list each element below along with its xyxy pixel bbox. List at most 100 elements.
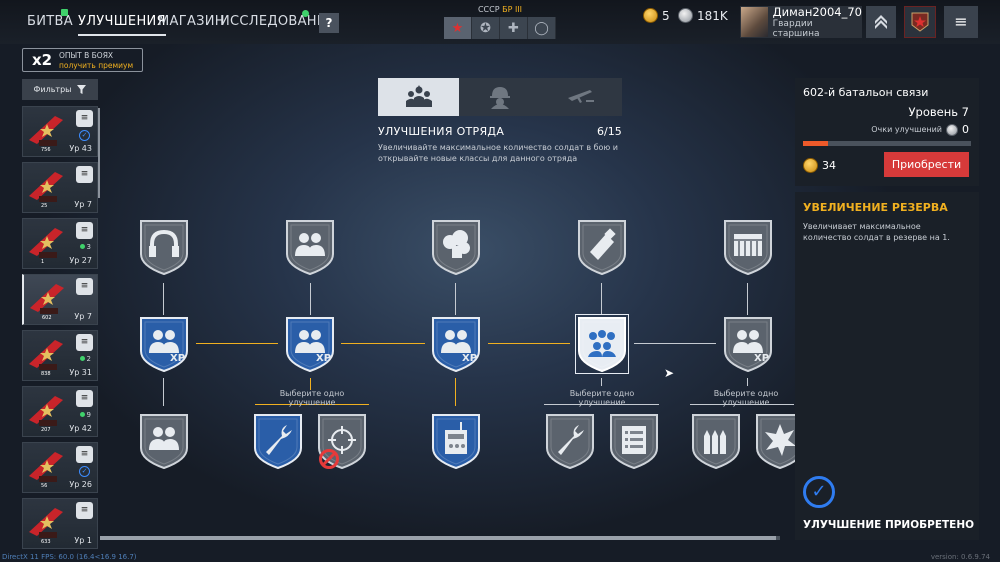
unavailable-icon [318, 448, 340, 470]
svg-text:XP: XP [316, 353, 331, 364]
reserve-upgrade-icon[interactable] [575, 314, 629, 374]
headset-upgrade-icon[interactable] [138, 218, 190, 276]
shell-upgrade-icon[interactable] [576, 218, 628, 276]
squad-level-label: Ур 1 [74, 536, 92, 545]
filters-button[interactable]: Фильтры [22, 79, 98, 100]
upgrade-detail-description: Увеличивает максимальное количество солд… [803, 222, 950, 242]
checkmark-circle-icon: ✓ [803, 476, 835, 508]
squad-emblem-icon [29, 340, 63, 370]
mode-selector: ★ ✪ ✚ ◯ [444, 17, 556, 39]
squad-count: 2 [79, 355, 91, 363]
nav-upgrades[interactable]: УЛУЧШЕНИЯ [78, 14, 166, 36]
squad-level-label: Ур 27 [69, 256, 92, 265]
upgrade-status: УЛУЧШЕНИЕ ПРИОБРЕТЕНО [803, 519, 975, 531]
squad-count: 9 [79, 411, 91, 419]
squad-upgrade-icon[interactable] [284, 218, 336, 276]
radio-upgrade-icon[interactable] [430, 412, 482, 470]
section-count: 6/15 [597, 125, 622, 138]
svg-text:XP: XP [170, 353, 185, 364]
tree-line [196, 343, 278, 344]
upgrade-point-icon [946, 123, 958, 136]
tab-squad-upgrades[interactable] [378, 78, 460, 116]
squad-class-icon: ≡ [76, 502, 93, 519]
gold-coin-icon [643, 8, 658, 23]
upgrade-tabs [378, 78, 622, 116]
squad-level-label: Ур 31 [69, 368, 92, 377]
squad-level-label: Ур 7 [74, 200, 92, 209]
ammo-upgrade-icon[interactable] [690, 412, 742, 470]
silver-balance[interactable]: 181K [678, 8, 728, 23]
squad-slot[interactable]: 602≡Ур 7 [22, 274, 98, 325]
squad-class-icon: ≡ [76, 110, 93, 127]
squad-slot[interactable]: 633≡Ур 1 [22, 498, 98, 549]
crate-upgrade-icon[interactable] [722, 218, 774, 276]
profile-name: Диман2004_70 [772, 5, 862, 19]
check-icon: ✓ [79, 130, 90, 141]
wrench-upgrade-icon[interactable] [252, 412, 304, 470]
upgrade-detail-panel: УВЕЛИЧЕНИЕ РЕЗЕРВА Увеличивает максималь… [795, 192, 979, 540]
squad-slot[interactable]: 756≡✓Ур 43 [22, 106, 98, 157]
tree-line [747, 378, 748, 386]
ring-mode-icon[interactable]: ◯ [528, 17, 556, 39]
buy-button[interactable]: Приобрести [884, 152, 969, 177]
division-badge-icon[interactable] [904, 6, 936, 38]
nation-label: СССР БР III [477, 5, 523, 14]
squad-emblem-icon [30, 284, 64, 314]
squad-emblem-icon [29, 228, 63, 258]
soldier-helmet-icon [489, 87, 510, 109]
star-mode-icon[interactable]: ★ [444, 17, 472, 39]
squad-slot[interactable]: 25≡Ур 7 [22, 162, 98, 213]
squad-number: 1 [41, 259, 45, 265]
squad-level-label: Ур 26 [69, 480, 92, 489]
circle-star-mode-icon[interactable]: ✪ [472, 17, 500, 39]
help-button[interactable]: ? [319, 13, 339, 33]
squad-emblem-icon [29, 172, 63, 202]
nav-research[interactable]: ИССЛЕДОВАНИЯ [220, 14, 337, 29]
squad-count: 3 [79, 243, 91, 251]
wrench-upgrade-icon[interactable] [544, 412, 596, 470]
tab-soldier-upgrades[interactable] [459, 78, 541, 116]
nav-shop[interactable]: МАГАЗИН [158, 14, 225, 29]
tree-line [544, 404, 659, 405]
squad-level-label: Ур 7 [74, 312, 92, 321]
mouse-cursor-icon: ➤ [664, 366, 675, 380]
squad-xp-upgrade-icon[interactable]: XP [722, 315, 774, 373]
pick-one-label: Выберите одно улучшение [279, 389, 345, 407]
squad-title: 602-й батальон связи [803, 86, 929, 99]
list-upgrade-icon[interactable] [608, 412, 660, 470]
tab-weapon-upgrades[interactable] [540, 78, 622, 116]
squad-xp-upgrade-icon[interactable]: XP [138, 315, 190, 373]
get-premium-link[interactable]: получить премиум [59, 61, 134, 70]
smoke-upgrade-icon[interactable] [430, 218, 482, 276]
squad-upgrade-icon[interactable] [138, 412, 190, 470]
squad-level: Уровень 7 [908, 105, 969, 119]
premium-bonus[interactable]: x2 ОПЫТ В БОЯХ получить премиум [22, 48, 143, 72]
profile-card[interactable]: Диман2004_70 Гвардии старшина [740, 5, 862, 39]
rank-chevron-icon[interactable] [866, 6, 896, 38]
squad-slot[interactable]: 56≡✓Ур 26 [22, 442, 98, 493]
tree-line [690, 404, 794, 405]
cross-mode-icon[interactable]: ✚ [500, 17, 528, 39]
menu-hamburger-icon[interactable]: ≡ [944, 6, 978, 38]
nav-battle[interactable]: БИТВА [27, 14, 73, 29]
scrollbar-thumb[interactable] [100, 536, 776, 540]
squad-list-scrollbar[interactable] [98, 108, 100, 198]
tree-line [455, 283, 456, 315]
tree-horizontal-scrollbar[interactable] [100, 536, 780, 540]
version-label: version: 0.6.9.74 [930, 553, 990, 561]
pick-one-label: Выберите одно улучшение [569, 389, 635, 407]
squad-xp-upgrade-icon[interactable]: XP [430, 315, 482, 373]
squad-class-icon: ≡ [76, 446, 93, 463]
section-title: УЛУЧШЕНИЯ ОТРЯДА [378, 125, 505, 138]
tree-line [488, 343, 570, 344]
research-notification-icon [302, 10, 309, 17]
tree-line [310, 378, 311, 390]
tree-line [455, 378, 456, 406]
upgrade-detail-title: УВЕЛИЧЕНИЕ РЕЗЕРВА [803, 201, 948, 214]
squad-people-icon [405, 85, 432, 107]
gold-balance[interactable]: 5 [643, 8, 670, 23]
squad-xp-upgrade-icon[interactable]: XP [284, 315, 336, 373]
